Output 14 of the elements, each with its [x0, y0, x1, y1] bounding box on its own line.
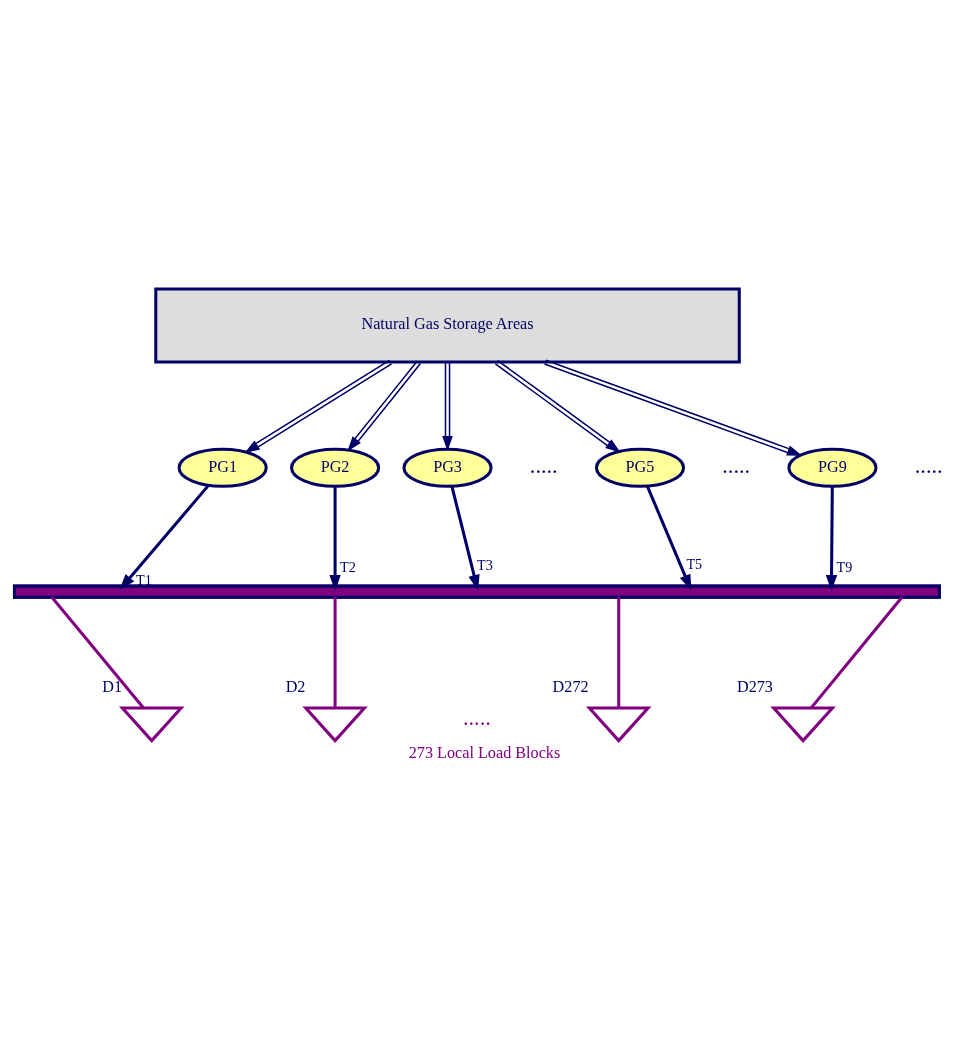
edge-label: T1 — [136, 571, 152, 588]
node-label: D2 — [285, 677, 306, 696]
node-label: D272 — [552, 677, 589, 696]
caption: 273 Local Load Blocks — [408, 743, 561, 762]
label: ..... — [914, 452, 943, 478]
edge-label: T3 — [477, 556, 493, 573]
node-label: D273 — [736, 677, 773, 696]
node-label: D1 — [102, 677, 123, 696]
label: ..... — [462, 704, 491, 729]
edge-label: T5 — [686, 555, 703, 572]
edge-label: T9 — [836, 558, 853, 575]
edge-label: T2 — [339, 558, 356, 575]
label: ..... — [722, 452, 751, 478]
label: ..... — [529, 452, 558, 478]
